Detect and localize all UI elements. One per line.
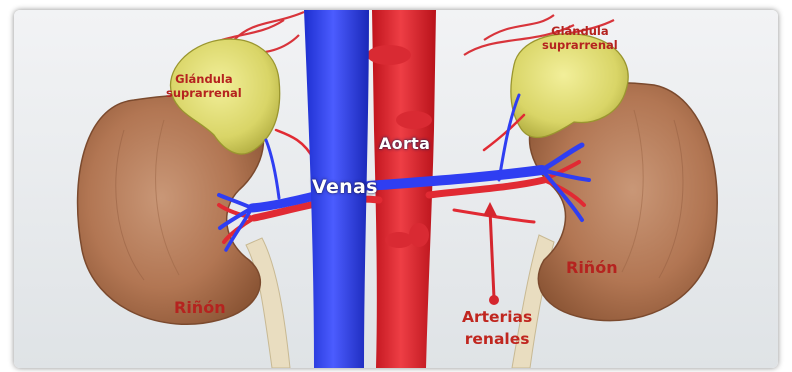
vena-cava [304,10,369,368]
kidney-anatomy-illustration: Glándula suprarrenal Glándula suprarrena… [14,10,778,368]
